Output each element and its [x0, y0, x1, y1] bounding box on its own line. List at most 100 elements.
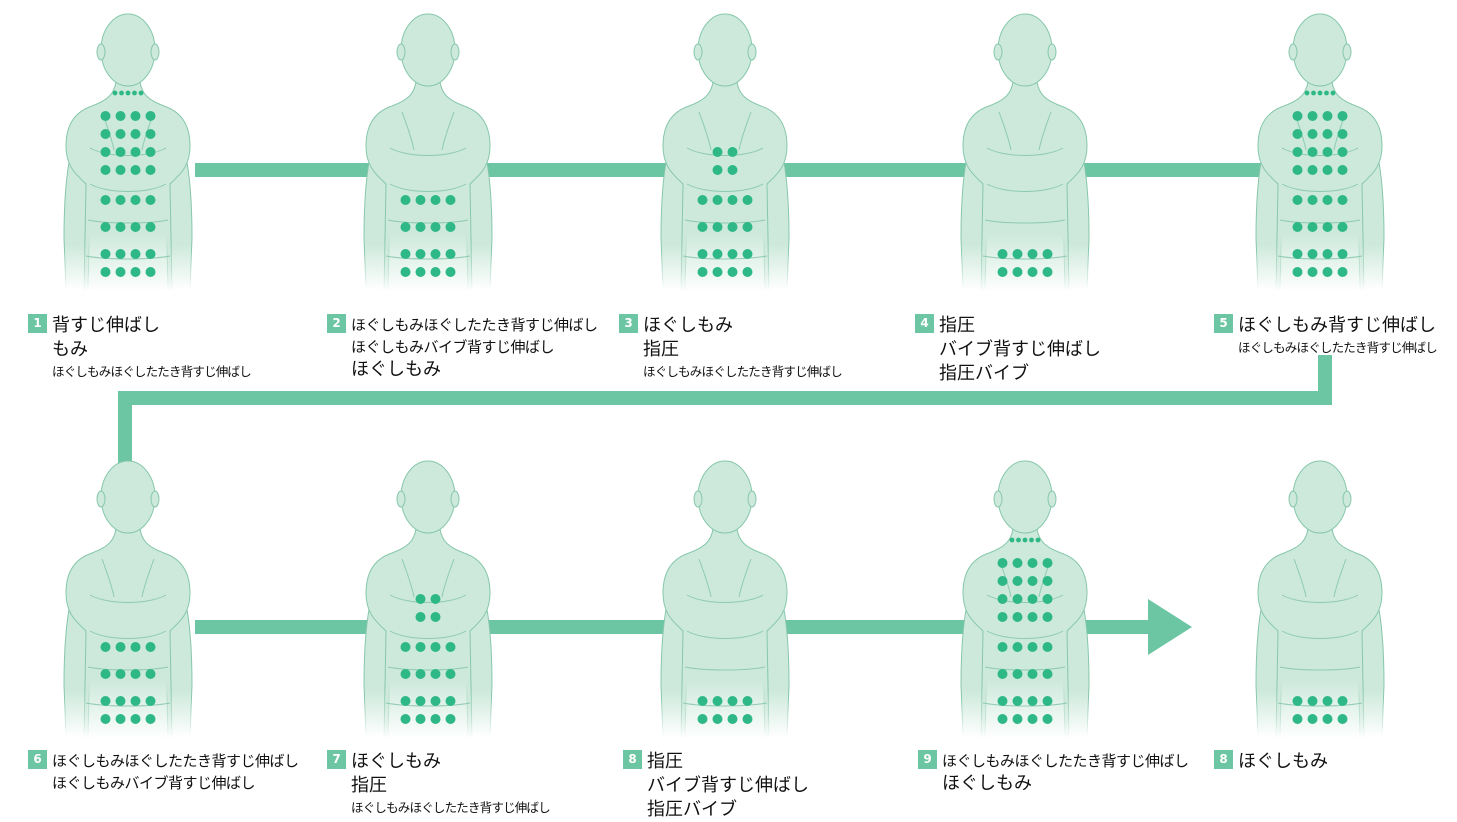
step-text: 背すじ伸ばしもみほぐしもみほぐしたたき背すじ伸ばし — [52, 314, 252, 382]
pressure-point — [1337, 222, 1348, 232]
neck-point — [125, 90, 131, 96]
step-line: 指圧バイブ — [939, 363, 1029, 384]
pressure-point — [997, 696, 1008, 706]
body-contour — [686, 594, 764, 603]
left-ear — [993, 490, 1003, 508]
right-ear — [150, 43, 160, 61]
pressure-point — [445, 669, 456, 679]
pressure-point — [1292, 267, 1303, 277]
body-contour — [984, 219, 1066, 224]
step-line: 指圧 — [643, 339, 679, 360]
body-contour — [686, 630, 764, 639]
neck-point — [112, 90, 118, 96]
back-figure-10 — [1255, 459, 1385, 740]
pressure-point — [1292, 129, 1303, 139]
pressure-point — [430, 195, 441, 205]
step-text: ほぐしもみ — [1238, 750, 1328, 774]
step-line: ほぐしもみ背すじ伸ばし — [1238, 315, 1436, 336]
body-contour — [686, 183, 764, 192]
pressure-point — [445, 267, 456, 277]
pressure-point — [1027, 612, 1038, 622]
step-line: ほぐしもみ — [942, 773, 1032, 794]
pressure-point — [712, 696, 723, 706]
pressure-point — [1322, 195, 1333, 205]
body-contour — [89, 183, 167, 192]
pressure-point — [400, 249, 411, 259]
flow-arrow-head — [1148, 599, 1192, 655]
step-line: ほぐしもみ — [643, 315, 733, 336]
step-number-badge: 8 — [1214, 750, 1233, 769]
step-text: 指圧バイブ背すじ伸ばし指圧バイブ — [647, 750, 809, 822]
pressure-point — [1042, 267, 1053, 277]
left-ear — [693, 43, 703, 61]
pressure-point — [100, 669, 111, 679]
pressure-point — [145, 195, 156, 205]
right-ear — [747, 43, 757, 61]
pressure-point — [1292, 714, 1303, 724]
body-contour — [684, 219, 766, 224]
pressure-point — [430, 612, 441, 622]
pressure-point — [415, 714, 426, 724]
body-contour — [684, 666, 766, 671]
neck-point — [1324, 90, 1329, 96]
pressure-point — [430, 696, 441, 706]
body-contour — [401, 558, 415, 598]
body-contour — [89, 147, 167, 156]
pressure-point — [1012, 642, 1023, 652]
step-text: ほぐしもみほぐしたたき背すじ伸ばしほぐしもみバイブ背すじ伸ばしほぐしもみ — [351, 314, 598, 382]
body-contour — [389, 183, 467, 192]
pressure-point — [997, 558, 1008, 568]
back-figure-7 — [363, 459, 493, 740]
right-ear — [450, 490, 460, 508]
body-contour — [385, 255, 471, 260]
pressure-point — [145, 267, 156, 277]
body-contour — [1293, 558, 1307, 598]
body-contour — [389, 630, 467, 639]
neck-point — [138, 90, 144, 96]
pressure-point — [1027, 249, 1038, 259]
pressure-point — [100, 714, 111, 724]
pressure-point — [400, 195, 411, 205]
pressure-point — [1337, 111, 1348, 121]
pressure-point — [697, 222, 708, 232]
pressure-point — [1292, 696, 1303, 706]
step-text: ほぐしもみほぐしたたき背すじ伸ばしほぐしもみ — [942, 750, 1189, 796]
pressure-point — [130, 195, 141, 205]
pressure-point — [1307, 267, 1318, 277]
pressure-point — [1337, 195, 1348, 205]
pressure-point — [712, 195, 723, 205]
neck-point — [1330, 90, 1336, 96]
right-ear — [1342, 490, 1352, 508]
pressure-point — [415, 594, 426, 604]
pressure-point — [130, 714, 141, 724]
pressure-point — [445, 714, 456, 724]
pressure-point — [1012, 612, 1023, 622]
back-figures — [63, 12, 1385, 740]
pressure-point — [445, 222, 456, 232]
pressure-point — [115, 696, 126, 706]
pressure-point — [697, 696, 708, 706]
pressure-point — [727, 147, 738, 157]
pressure-point — [727, 165, 738, 175]
body-contour — [87, 666, 169, 671]
pressure-point — [445, 249, 456, 259]
pressure-point — [1322, 249, 1333, 259]
pressure-point — [145, 165, 156, 175]
neck-point — [1022, 537, 1028, 543]
pressure-point — [1322, 222, 1333, 232]
pressure-point — [400, 696, 411, 706]
step-line: バイブ背すじ伸ばし — [647, 775, 809, 796]
pressure-point — [697, 714, 708, 724]
pressure-point — [1027, 714, 1038, 724]
pressure-point — [100, 222, 111, 232]
body-contour — [982, 702, 1068, 707]
pressure-point — [1292, 165, 1303, 175]
